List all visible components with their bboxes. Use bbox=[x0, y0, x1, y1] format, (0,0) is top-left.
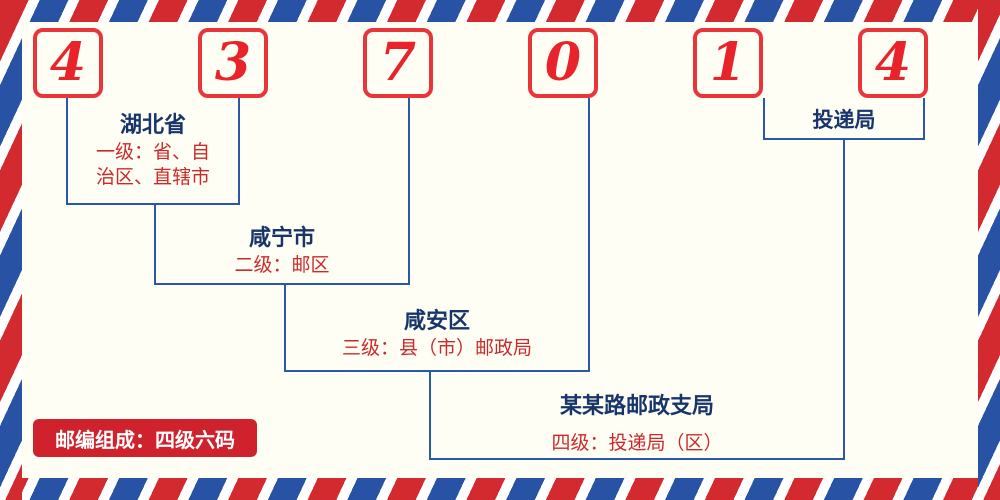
connector-l2-h bbox=[154, 283, 410, 285]
connector-delivery-left-v bbox=[763, 98, 765, 140]
delivery-office-label: 投递局 bbox=[812, 108, 876, 132]
border-stripe-top bbox=[0, 0, 1000, 22]
connector-l3-h bbox=[284, 370, 590, 372]
digit-2: 3 bbox=[214, 32, 252, 93]
level4-place: 某某路邮政支局 bbox=[559, 394, 714, 419]
level3-place: 咸安区 bbox=[403, 309, 470, 334]
level1-desc-line2: 治区、直辖市 bbox=[95, 166, 210, 188]
level4-label-block: 某某路邮政支局 四级：投递局（区） bbox=[429, 393, 845, 456]
digit-3: 7 bbox=[379, 32, 417, 93]
digit-box-3: 7 bbox=[363, 28, 433, 98]
level1-label-block: 湖北省 一级：省、自 治区、直辖市 bbox=[66, 112, 240, 190]
postal-code-composition-badge: 邮编组成：四级六码 bbox=[33, 419, 257, 457]
badge-text: 邮编组成：四级六码 bbox=[55, 427, 235, 452]
level2-label-block: 咸宁市 二级：邮区 bbox=[154, 225, 410, 278]
digit-box-6: 4 bbox=[858, 28, 928, 98]
level2-desc: 二级：邮区 bbox=[234, 254, 330, 276]
connector-l2-right-v bbox=[408, 98, 410, 285]
level2-place: 咸宁市 bbox=[248, 226, 315, 251]
connector-l3-left-v bbox=[284, 283, 286, 372]
level3-label-block: 咸安区 三级：县（市）邮政局 bbox=[284, 308, 590, 361]
connector-l1-right-v bbox=[238, 98, 240, 205]
border-stripe-bottom bbox=[0, 478, 1000, 500]
level1-desc-line1: 一级：省、自 bbox=[95, 141, 210, 163]
level3-desc: 三级：县（市）邮政局 bbox=[341, 337, 532, 359]
connector-l4-left-v bbox=[429, 370, 431, 460]
connector-l4-h bbox=[429, 458, 845, 460]
connector-delivery-h bbox=[763, 138, 925, 140]
digit-5: 1 bbox=[709, 32, 747, 93]
digit-box-4: 0 bbox=[528, 28, 598, 98]
connector-l1-left-v bbox=[66, 98, 68, 205]
level4-desc: 四级：投递局（区） bbox=[551, 432, 723, 454]
connector-l4-drop-v bbox=[843, 138, 845, 460]
connector-l2-left-v bbox=[154, 203, 156, 285]
connector-delivery-right-v bbox=[923, 98, 925, 140]
digit-6: 4 bbox=[874, 32, 912, 93]
level1-place: 湖北省 bbox=[119, 113, 186, 138]
digit-4: 0 bbox=[544, 32, 582, 93]
connector-l3-right-v bbox=[588, 98, 590, 372]
digit-1: 4 bbox=[49, 32, 87, 93]
border-stripe-right bbox=[978, 0, 1000, 500]
border-stripe-left bbox=[0, 0, 22, 500]
connector-l1-h bbox=[66, 203, 240, 205]
digit-box-1: 4 bbox=[33, 28, 103, 98]
digit-box-2: 3 bbox=[198, 28, 268, 98]
digit-box-5: 1 bbox=[693, 28, 763, 98]
